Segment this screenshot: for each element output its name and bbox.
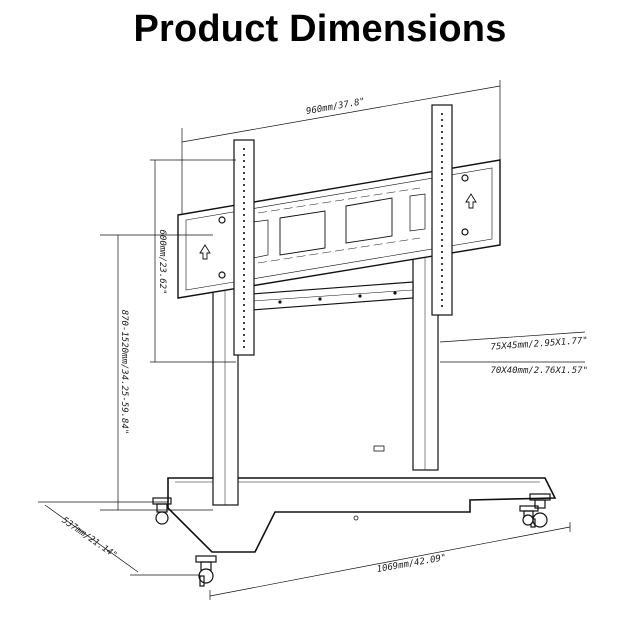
dim-top-width: 960mm/37.8" (305, 97, 365, 117)
mounting-plate (177, 159, 501, 299)
dim-base-width: 1069mm/42.09" (376, 553, 447, 575)
left-bracket (233, 139, 255, 356)
dimension-lines (38, 80, 586, 600)
cross-beam (237, 281, 414, 312)
caster-back-left (152, 497, 172, 525)
dim-bracket-height: 600mm/23.62" (157, 229, 167, 294)
dim-column-a: 75X45mm/2.95X1.77" (490, 336, 588, 353)
page-title: Product Dimensions (133, 8, 507, 50)
dim-overall-height: 870-1520mm/34.25-59.84" (119, 310, 129, 435)
dim-column-b: 70X40mm/2.76X1.57" (490, 366, 588, 376)
caster-front-right (519, 505, 539, 526)
right-bracket (431, 104, 453, 316)
caster-front-left (195, 555, 217, 587)
dim-base-depth: 537mm/21.14" (60, 516, 119, 561)
